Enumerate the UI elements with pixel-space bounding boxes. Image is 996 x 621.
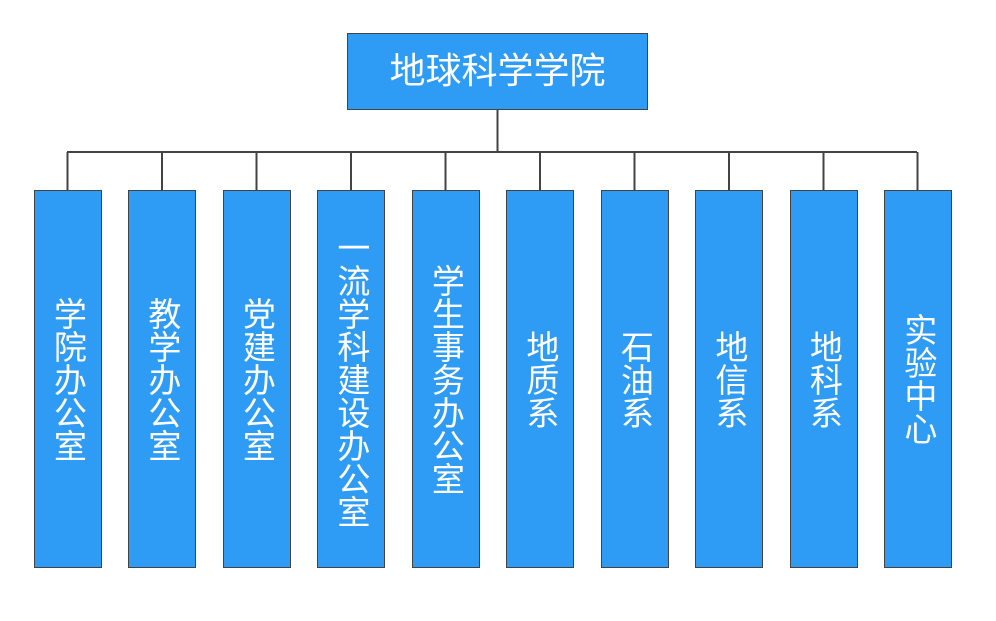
org-node-child-1-label: 学院办公室	[48, 296, 88, 462]
org-node-child-4[interactable]: 一流学科建设办公室	[317, 190, 385, 568]
org-node-child-7[interactable]: 石油系	[600, 190, 669, 568]
org-node-child-3-label: 党建办公室	[237, 296, 277, 462]
org-node-child-10[interactable]: 实验中心	[884, 190, 952, 568]
org-node-child-9[interactable]: 地科系	[789, 190, 858, 568]
org-node-root-label: 地球科学学院	[389, 50, 606, 92]
org-node-child-9-label: 地科系	[804, 329, 844, 429]
org-node-child-6[interactable]: 地质系	[506, 190, 574, 568]
org-node-child-8-label: 地信系	[709, 329, 749, 429]
org-node-child-2[interactable]: 教学办公室	[128, 190, 196, 568]
org-node-child-5[interactable]: 学生事务办公室	[411, 190, 480, 568]
org-node-child-3[interactable]: 党建办公室	[222, 190, 291, 568]
org-node-child-7-label: 石油系	[615, 329, 655, 429]
org-node-child-5-label: 学生事务办公室	[426, 263, 466, 495]
org-node-root[interactable]: 地球科学学院	[347, 33, 648, 110]
org-node-child-8[interactable]: 地信系	[695, 190, 763, 568]
org-node-child-6-label: 地质系	[520, 329, 560, 429]
org-node-child-1[interactable]: 学院办公室	[33, 190, 102, 568]
org-node-child-2-label: 教学办公室	[142, 296, 182, 462]
org-node-child-4-label: 一流学科建设办公室	[331, 230, 371, 528]
org-node-child-10-label: 实验中心	[898, 313, 938, 445]
